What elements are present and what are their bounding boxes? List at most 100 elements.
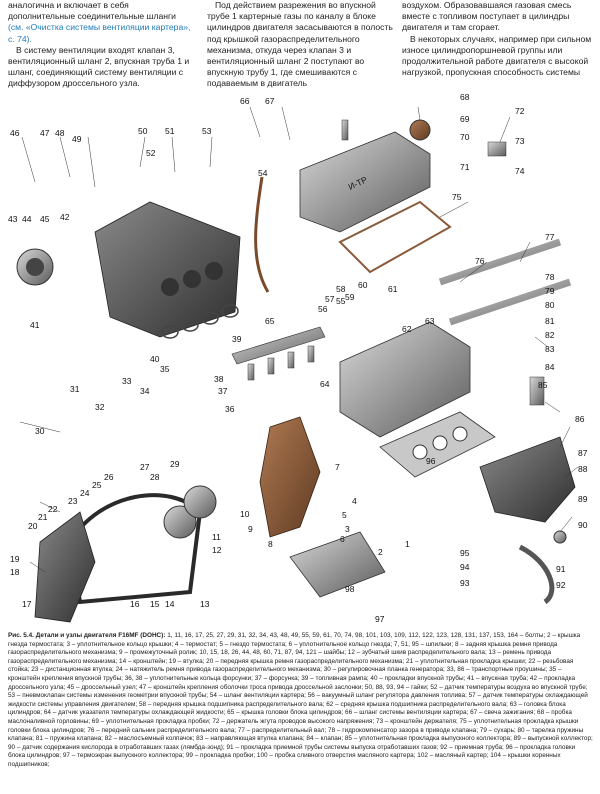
part-label: 73 bbox=[515, 136, 525, 146]
part-label: 16 bbox=[130, 599, 140, 609]
part-label: 94 bbox=[460, 562, 470, 572]
part-label: 43 bbox=[8, 214, 18, 224]
wire-holder bbox=[487, 141, 507, 157]
part-label: 93 bbox=[460, 578, 470, 588]
part-label: 54 bbox=[258, 168, 268, 178]
part-label: 38 bbox=[214, 374, 224, 384]
part-label: 76 bbox=[475, 256, 485, 266]
part-label: 71 bbox=[460, 162, 470, 172]
caption-body: 1, 11, 16, 17, 25, 27, 29, 31, 32, 34, 4… bbox=[8, 632, 593, 768]
part-label: 33 bbox=[122, 376, 132, 386]
exhaust-pipe bbox=[518, 544, 555, 605]
part-label: 89 bbox=[578, 494, 588, 504]
part-label: 28 bbox=[150, 472, 160, 482]
part-label: 47 bbox=[40, 128, 50, 138]
part-label: 91 bbox=[556, 564, 566, 574]
text-column-1: аналогична и включает в себя дополнитель… bbox=[8, 0, 193, 90]
part-label: 8 bbox=[268, 539, 273, 549]
part-label: 64 bbox=[320, 379, 330, 389]
part-label: 56 bbox=[318, 304, 328, 314]
part-label: 40 bbox=[150, 354, 160, 364]
part-label: 9 bbox=[248, 524, 253, 534]
part-label: 18 bbox=[10, 567, 20, 577]
part-label: 55 bbox=[336, 296, 346, 306]
text-column-3: воздухом. Образовавшаяся газовая смесь в… bbox=[402, 0, 592, 78]
part-label: 30 bbox=[35, 426, 45, 436]
part-label: 70 bbox=[460, 132, 470, 142]
part-label: 22 bbox=[48, 504, 58, 514]
valve-spring bbox=[529, 376, 545, 406]
paragraph: В некоторых случаях, например при сильно… bbox=[402, 33, 592, 78]
camshafts bbox=[438, 238, 572, 326]
part-label: 53 bbox=[202, 126, 212, 136]
part-label: 19 bbox=[10, 554, 20, 564]
fuel-rail bbox=[231, 326, 326, 365]
valve-cover-gasket bbox=[338, 200, 452, 274]
part-label: 46 bbox=[10, 128, 20, 138]
part-label: 32 bbox=[95, 402, 105, 412]
intake-manifold bbox=[94, 201, 241, 338]
fuel-injectors bbox=[247, 345, 315, 381]
part-label: 14 bbox=[165, 599, 175, 609]
part-label: 59 bbox=[345, 292, 355, 302]
part-label: 96 bbox=[426, 456, 436, 466]
reference-link[interactable]: (см. «Очистка системы вентиляции картера… bbox=[8, 22, 191, 44]
part-label: 57 bbox=[325, 294, 335, 304]
part-label: 58 bbox=[336, 284, 346, 294]
valve-cover: И-ТР bbox=[299, 131, 431, 233]
intake-gaskets bbox=[161, 304, 239, 339]
part-label: 86 bbox=[575, 414, 585, 424]
timing-belt-front-cover bbox=[34, 511, 96, 623]
part-label: 79 bbox=[545, 286, 555, 296]
part-label: 25 bbox=[92, 480, 102, 490]
part-label: 68 bbox=[460, 92, 470, 102]
part-label: 87 bbox=[578, 448, 588, 458]
exhaust-manifold bbox=[479, 436, 576, 523]
part-label: 1 bbox=[405, 539, 410, 549]
part-label: 20 bbox=[28, 521, 38, 531]
part-label: 3 bbox=[345, 524, 350, 534]
heat-shield bbox=[289, 531, 386, 598]
part-label: 13 bbox=[200, 599, 210, 609]
paragraph: аналогична и включает в себя дополнитель… bbox=[8, 0, 191, 44]
part-labels: 1 2 3 4 5 6 7 8 9 10 11 12 13 14 15 16 1… bbox=[8, 92, 588, 624]
part-label: 81 bbox=[545, 316, 555, 326]
part-label: 63 bbox=[425, 316, 435, 326]
leader-lines bbox=[19, 106, 579, 573]
part-label: 17 bbox=[22, 599, 32, 609]
paragraph: воздухом. Образовавшаяся газовая смесь в… bbox=[402, 0, 572, 33]
part-label: 74 bbox=[515, 166, 525, 176]
part-label: 83 bbox=[545, 344, 555, 354]
part-label: 95 bbox=[460, 548, 470, 558]
spark-plug bbox=[341, 119, 349, 141]
head-gasket bbox=[379, 411, 496, 478]
part-label: 92 bbox=[556, 580, 566, 590]
part-label: 35 bbox=[160, 364, 170, 374]
part-label: 98 bbox=[345, 584, 355, 594]
lambda-sensor bbox=[553, 530, 567, 544]
part-label: 82 bbox=[545, 330, 555, 340]
text-column-2: Под действием разрежения во впускной тру… bbox=[207, 0, 397, 90]
timing-belt-rear-cover bbox=[259, 416, 321, 538]
part-label: 61 bbox=[388, 284, 398, 294]
part-label: 78 bbox=[545, 272, 555, 282]
part-label: 2 bbox=[378, 547, 383, 557]
part-label: 42 bbox=[60, 212, 70, 222]
paragraph: Под действием разрежения во впускной тру… bbox=[207, 0, 393, 89]
part-label: 39 bbox=[232, 334, 242, 344]
oil-filler-cap bbox=[409, 119, 431, 141]
part-label: 11 bbox=[212, 532, 221, 542]
part-label: 29 bbox=[170, 459, 180, 469]
part-label: 75 bbox=[452, 192, 462, 202]
part-label: 80 bbox=[545, 300, 555, 310]
part-label: 4 bbox=[352, 496, 357, 506]
part-label: 7 bbox=[335, 462, 340, 472]
caption-title: Рис. 5.4. Детали и узлы двигателя F16MF … bbox=[8, 632, 166, 639]
part-label: 90 bbox=[578, 520, 588, 530]
part-label: 21 bbox=[38, 512, 48, 522]
part-label: 97 bbox=[375, 614, 385, 624]
part-label: 6 bbox=[340, 534, 345, 544]
part-label: 65 bbox=[265, 316, 275, 326]
figure-caption: Рис. 5.4. Детали и узлы двигателя F16MF … bbox=[8, 632, 593, 770]
part-label: 10 bbox=[240, 509, 250, 519]
